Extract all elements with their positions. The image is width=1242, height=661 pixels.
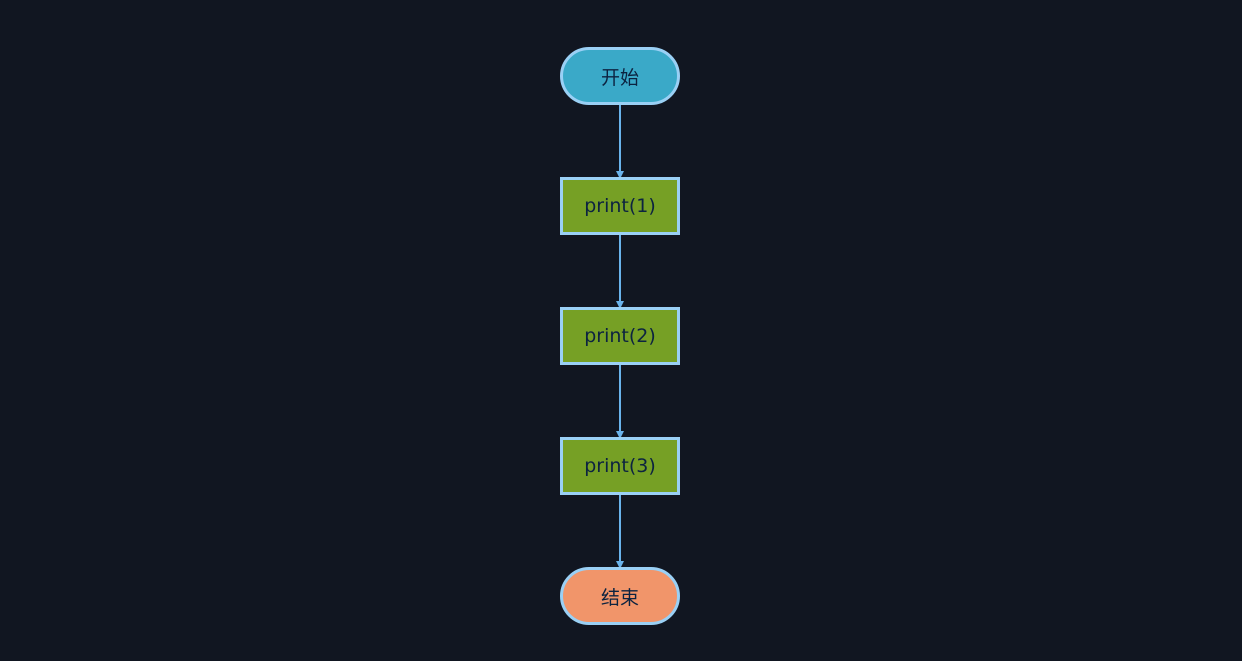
start-node-label: 开始 [600,66,639,89]
process-node-print-3[interactable]: print(3) [560,437,680,495]
process-node-label: print(2) [584,325,656,347]
start-node[interactable]: 开始 [560,47,680,105]
process-node-label: print(1) [584,195,656,217]
end-node-label: 结束 [600,586,639,609]
process-node-label: print(3) [584,455,656,477]
end-node[interactable]: 结束 [560,567,680,625]
process-node-print-2[interactable]: print(2) [560,307,680,365]
process-node-print-1[interactable]: print(1) [560,177,680,235]
